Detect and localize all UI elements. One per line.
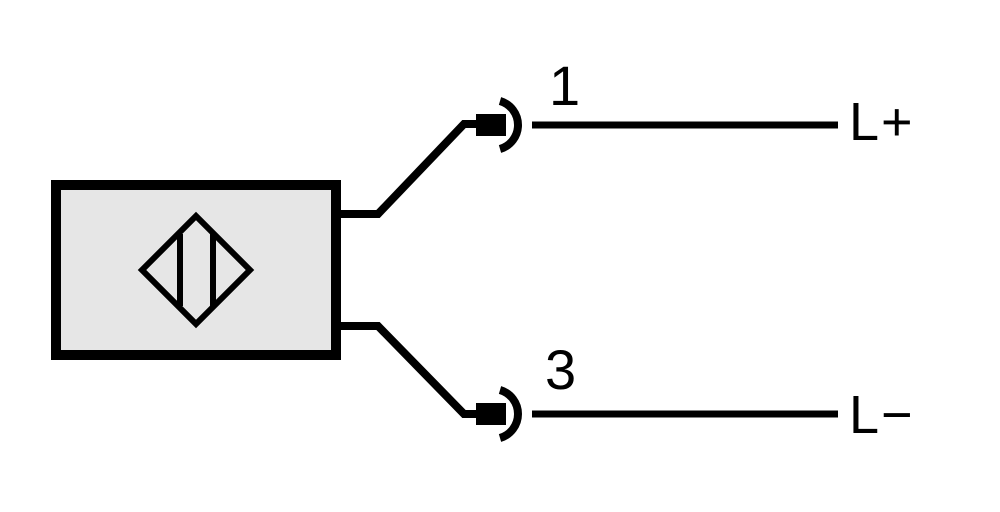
pin-3-number: 3 bbox=[545, 338, 577, 401]
connector-pin-3-icon bbox=[476, 386, 522, 442]
wire-pin-3 bbox=[336, 322, 482, 418]
inductive-sensor-icon bbox=[137, 211, 255, 329]
line-l-minus-label: L− bbox=[849, 385, 915, 445]
wire-pin-1 bbox=[336, 120, 482, 218]
sensor-body bbox=[51, 180, 341, 360]
line-l-plus-label: L+ bbox=[849, 92, 915, 152]
connector-pin-1-icon bbox=[476, 97, 522, 153]
pin-1-number: 1 bbox=[549, 54, 581, 117]
